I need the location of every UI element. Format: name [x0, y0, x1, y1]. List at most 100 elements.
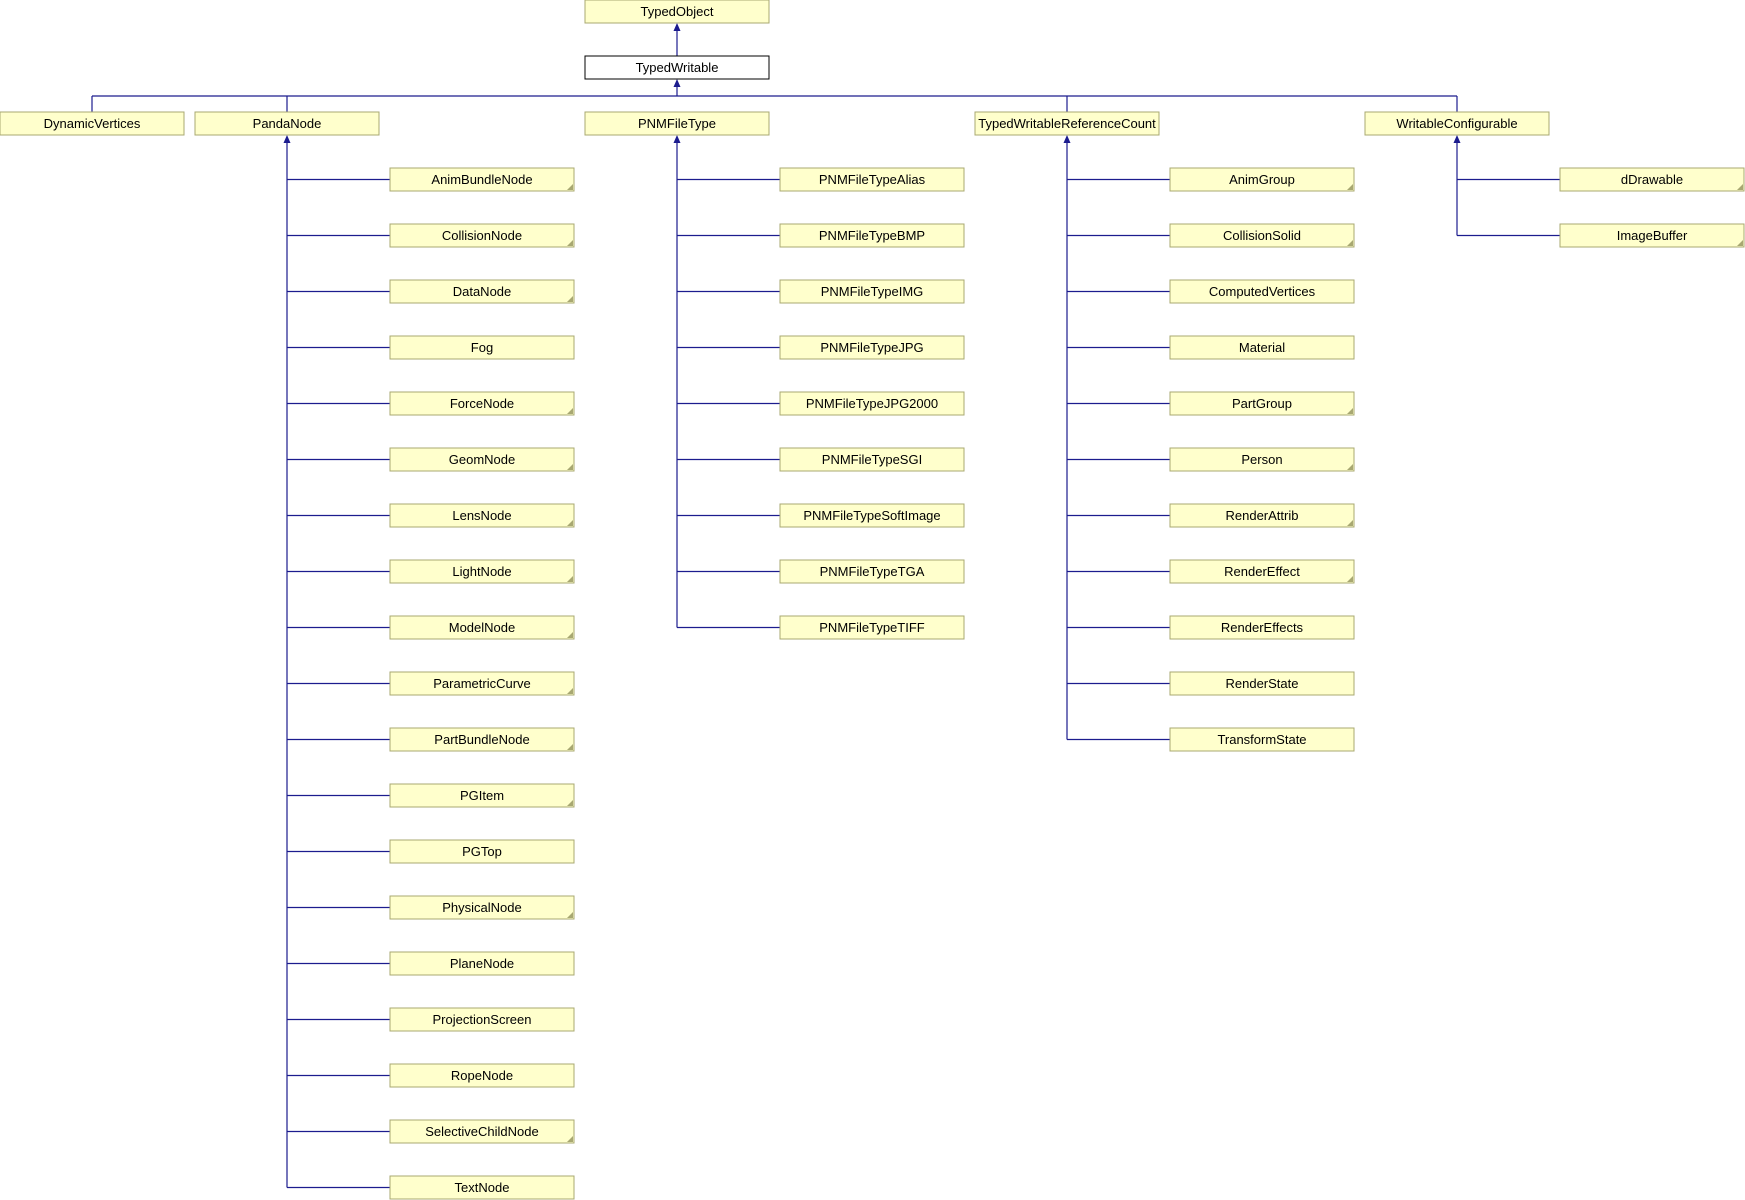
node-geomnode[interactable]: GeomNode [389, 447, 575, 472]
node-pnmfiletypetga-box [779, 559, 965, 584]
node-pgitem[interactable]: PGItem [389, 783, 575, 808]
node-pnmfiletypealias[interactable]: PNMFileTypeAlias [779, 167, 965, 192]
node-writableconfigurable[interactable]: WritableConfigurable [1364, 111, 1550, 136]
node-dynamicvertices[interactable]: DynamicVertices [0, 111, 185, 136]
node-partgroup-label: PartGroup [1232, 396, 1292, 411]
node-pgtop-label: PGTop [462, 844, 502, 859]
node-pnmfiletypejpg2000[interactable]: PNMFileTypeJPG2000 [779, 391, 965, 416]
node-material-label: Material [1239, 340, 1285, 355]
node-person[interactable]: Person [1169, 447, 1355, 472]
node-ddrawable[interactable]: dDrawable [1559, 167, 1745, 192]
node-collisionnode[interactable]: CollisionNode [389, 223, 575, 248]
node-partbundlenode-label: PartBundleNode [434, 732, 529, 747]
node-pnmfiletypesgi[interactable]: PNMFileTypeSGI [779, 447, 965, 472]
node-writableconfigurable-label: WritableConfigurable [1396, 116, 1517, 131]
node-projectionscreen[interactable]: ProjectionScreen [389, 1007, 575, 1032]
node-pnmfiletypebmp-label: PNMFileTypeBMP [819, 228, 925, 243]
arrow-writableconfigurable [1453, 135, 1461, 143]
node-pnmfiletype[interactable]: PNMFileType [584, 111, 770, 136]
node-animbundlenode-label: AnimBundleNode [431, 172, 532, 187]
arrow-typedwritable [673, 79, 681, 87]
arrow-typedobject [673, 23, 681, 31]
node-parametriccurve-more-marker [567, 688, 573, 694]
node-physicalnode-more-marker [567, 912, 573, 918]
node-parametriccurve[interactable]: ParametricCurve [389, 671, 575, 696]
node-pnmfiletypeimg-label: PNMFileTypeIMG [821, 284, 924, 299]
node-pnmfiletypebmp-box [779, 223, 965, 248]
node-pnmfiletypebmp[interactable]: PNMFileTypeBMP [779, 223, 965, 248]
node-textnode[interactable]: TextNode [389, 1175, 575, 1200]
node-modelnode[interactable]: ModelNode [389, 615, 575, 640]
node-lightnode[interactable]: LightNode [389, 559, 575, 584]
node-imagebuffer[interactable]: ImageBuffer [1559, 223, 1745, 248]
node-pnmfiletypeimg[interactable]: PNMFileTypeIMG [779, 279, 965, 304]
node-pandanode[interactable]: PandaNode [194, 111, 380, 136]
node-pnmfiletypealias-label: PNMFileTypeAlias [819, 172, 926, 187]
node-rendereffect[interactable]: RenderEffect [1169, 559, 1355, 584]
node-renderstate[interactable]: RenderState [1169, 671, 1355, 696]
node-material-box [1169, 335, 1355, 360]
node-renderattrib-box [1169, 503, 1355, 528]
node-fog[interactable]: Fog [389, 335, 575, 360]
arrow-pnmfiletype [673, 135, 681, 143]
node-pandanode-label: PandaNode [253, 116, 322, 131]
node-geomnode-box [389, 447, 575, 472]
node-pgtop[interactable]: PGTop [389, 839, 575, 864]
node-pnmfiletypesgi-box [779, 447, 965, 472]
node-renderstate-label: RenderState [1226, 676, 1299, 691]
node-typedwritablereferencecount[interactable]: TypedWritableReferenceCount [974, 111, 1160, 136]
node-imagebuffer-box [1559, 223, 1745, 248]
node-partbundlenode[interactable]: PartBundleNode [389, 727, 575, 752]
node-physicalnode-label: PhysicalNode [442, 900, 522, 915]
node-datanode-box [389, 279, 575, 304]
node-pnmfiletypetga[interactable]: PNMFileTypeTGA [779, 559, 965, 584]
node-modelnode-more-marker [567, 632, 573, 638]
node-ropenode[interactable]: RopeNode [389, 1063, 575, 1088]
node-planenode-box [389, 951, 575, 976]
node-parametriccurve-label: ParametricCurve [433, 676, 531, 691]
node-lensnode[interactable]: LensNode [389, 503, 575, 528]
node-forcenode-box [389, 391, 575, 416]
node-imagebuffer-more-marker [1737, 240, 1743, 246]
node-dynamicvertices-label: DynamicVertices [44, 116, 141, 131]
node-pnmfiletypesoftimage[interactable]: PNMFileTypeSoftImage [779, 503, 965, 528]
node-typedwritable-label: TypedWritable [636, 60, 719, 75]
node-physicalnode-box [389, 895, 575, 920]
node-collisionsolid-box [1169, 223, 1355, 248]
node-modelnode-label: ModelNode [449, 620, 516, 635]
node-animbundlenode-more-marker [567, 184, 573, 190]
node-material[interactable]: Material [1169, 335, 1355, 360]
node-ropenode-label: RopeNode [451, 1068, 513, 1083]
node-pnmfiletypejpg[interactable]: PNMFileTypeJPG [779, 335, 965, 360]
node-collisionsolid[interactable]: CollisionSolid [1169, 223, 1355, 248]
node-collisionsolid-more-marker [1347, 240, 1353, 246]
node-person-label: Person [1241, 452, 1282, 467]
node-planenode-label: PlaneNode [450, 956, 514, 971]
node-selectivechildnode[interactable]: SelectiveChildNode [389, 1119, 575, 1144]
node-typedobject[interactable]: TypedObject [584, 0, 770, 24]
node-forcenode-label: ForceNode [450, 396, 514, 411]
node-pnmfiletypetiff[interactable]: PNMFileTypeTIFF [779, 615, 965, 640]
node-ddrawable-more-marker [1737, 184, 1743, 190]
node-parametriccurve-box [389, 671, 575, 696]
node-transformstate[interactable]: TransformState [1169, 727, 1355, 752]
node-partgroup[interactable]: PartGroup [1169, 391, 1355, 416]
node-rendereffects[interactable]: RenderEffects [1169, 615, 1355, 640]
node-pnmfiletypeimg-box [779, 279, 965, 304]
node-pnmfiletype-label: PNMFileType [638, 116, 716, 131]
node-lensnode-more-marker [567, 520, 573, 526]
node-collisionnode-box [389, 223, 575, 248]
node-datanode[interactable]: DataNode [389, 279, 575, 304]
node-planenode[interactable]: PlaneNode [389, 951, 575, 976]
node-typedwritable-box [584, 55, 770, 80]
node-typedwritable-current: TypedWritable [584, 55, 770, 80]
node-forcenode[interactable]: ForceNode [389, 391, 575, 416]
node-computedvertices[interactable]: ComputedVertices [1169, 279, 1355, 304]
node-physicalnode[interactable]: PhysicalNode [389, 895, 575, 920]
node-animbundlenode[interactable]: AnimBundleNode [389, 167, 575, 192]
node-rendereffects-box [1169, 615, 1355, 640]
node-animgroup[interactable]: AnimGroup [1169, 167, 1355, 192]
node-renderattrib[interactable]: RenderAttrib [1169, 503, 1355, 528]
node-pnmfiletypejpg2000-box [779, 391, 965, 416]
